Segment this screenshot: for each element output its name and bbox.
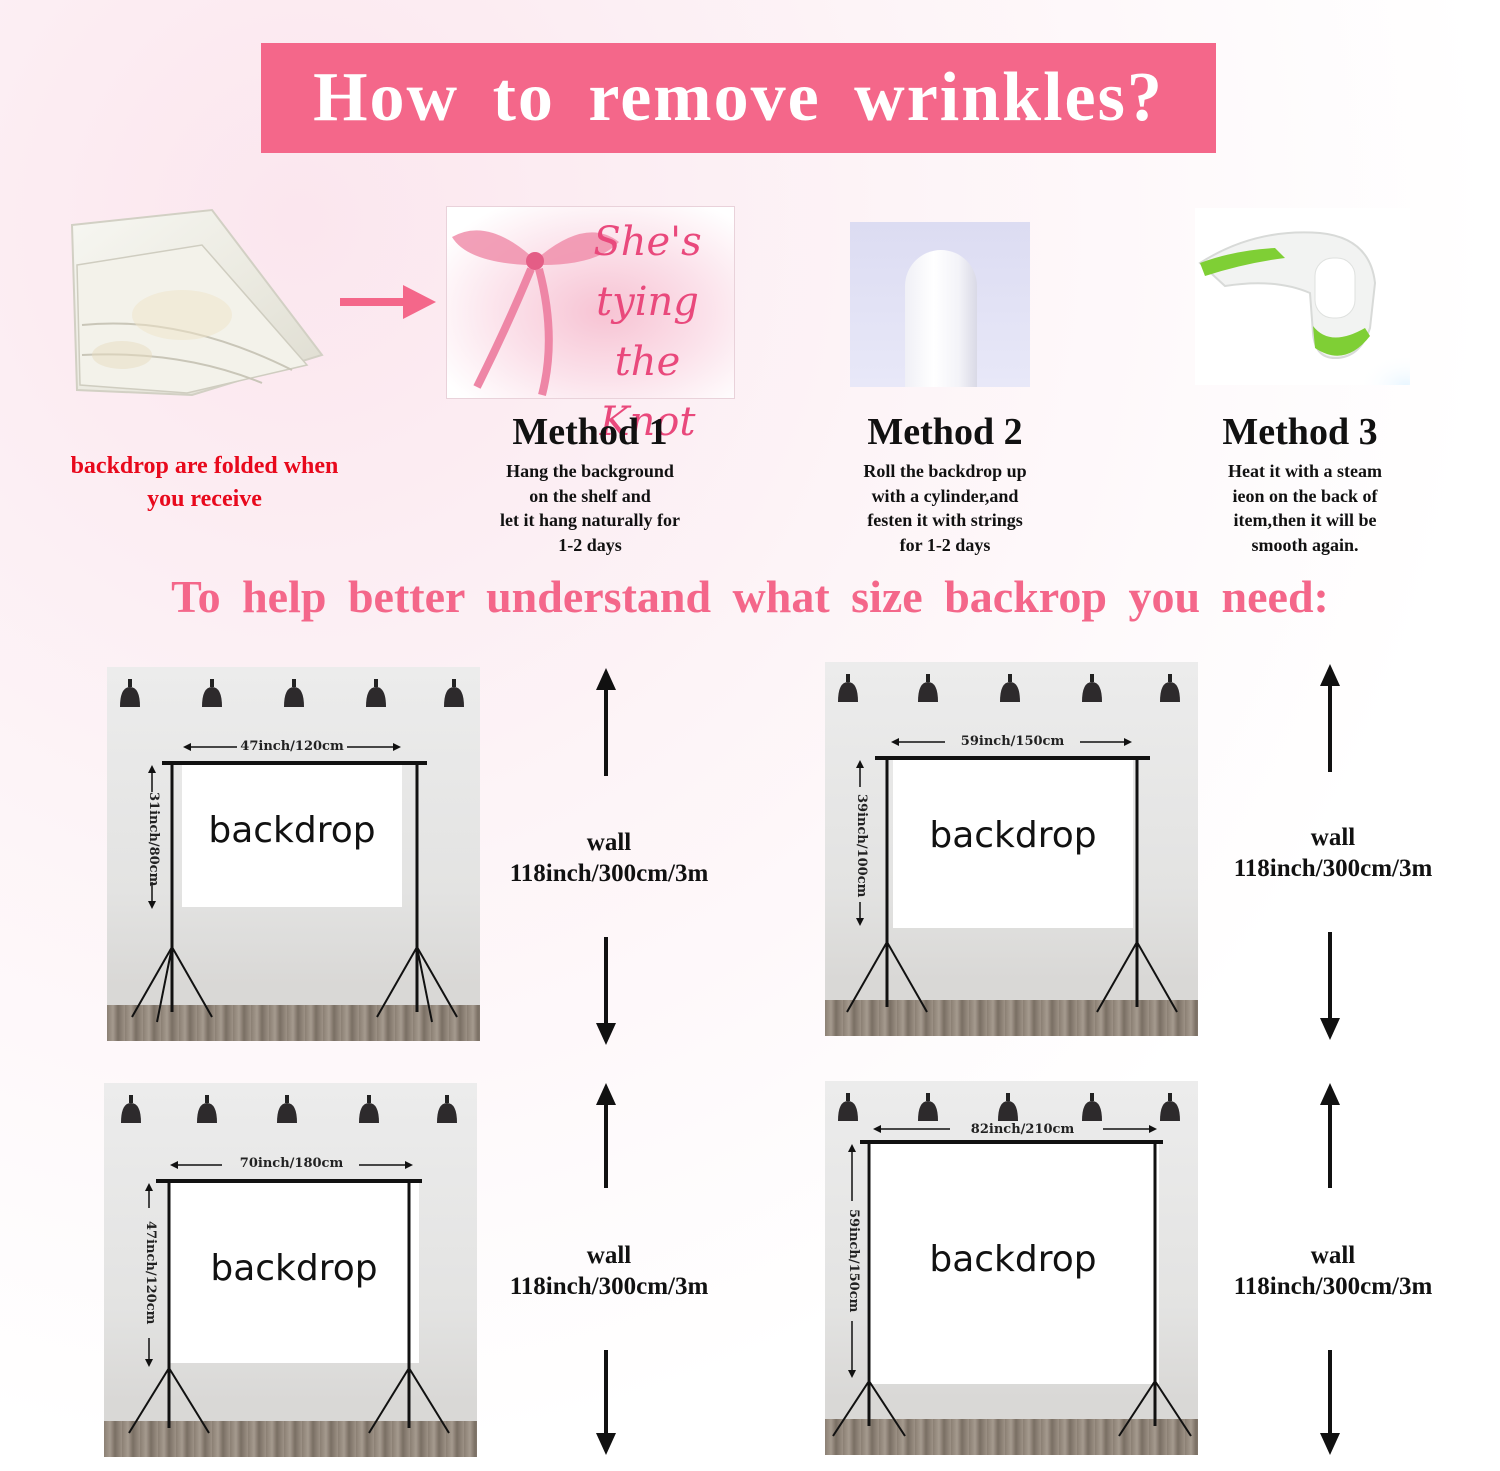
size-scene-1: backdrop 47inch/120cm 31inch/80cm	[107, 667, 480, 1041]
lamp-icon	[1000, 674, 1020, 702]
height-label: 47inch/120cm	[143, 1221, 158, 1325]
wall-label-2: wall 118inch/300cm/3m	[1203, 822, 1463, 884]
lamp-icon	[918, 674, 938, 702]
backdrop-stand	[128, 1161, 450, 1434]
backdrop-stand	[131, 743, 458, 1023]
steamer-photo	[1195, 208, 1410, 385]
method-2-title: Method 2	[867, 411, 1023, 453]
size-scene-4: backdrop 82inch/210cm 59inch/150cm	[825, 1081, 1198, 1455]
shes-tying-the-knot-card	[446, 206, 735, 399]
lamp-icon	[120, 679, 140, 707]
wall-size: 118inch/300cm/3m	[1233, 855, 1433, 882]
lamp-icon	[202, 679, 222, 707]
arrow-up-icon	[596, 668, 616, 776]
lamp-icon	[838, 674, 858, 702]
card-line-1: She's	[593, 219, 702, 265]
lamp-icon	[366, 679, 386, 707]
size-guide-subtitle: To help better understand what size back…	[171, 571, 1329, 622]
lamp-icon	[1082, 1093, 1102, 1121]
lamp-icon	[197, 1095, 217, 1123]
wall-label-1: wall 118inch/300cm/3m	[479, 827, 739, 889]
folded-backdrop-photo	[62, 205, 327, 400]
lamp-icon	[444, 679, 464, 707]
backdrop-label: backdrop	[929, 815, 1097, 856]
wall-size: 118inch/300cm/3m	[1233, 1273, 1433, 1300]
lamp-icon	[1160, 674, 1180, 702]
lamp-icon	[437, 1095, 457, 1123]
width-label: 47inch/120cm	[240, 739, 344, 754]
width-label: 70inch/180cm	[239, 1156, 344, 1171]
backdrop-cloth: backdrop	[867, 1144, 1159, 1384]
width-label: 82inch/210cm	[970, 1122, 1075, 1137]
backdrop-label: backdrop	[210, 1248, 378, 1289]
backdrop-cloth: backdrop	[182, 765, 402, 907]
cylinder-shape	[905, 250, 977, 387]
backdrop-label: backdrop	[929, 1239, 1097, 1280]
wall-word: wall	[586, 829, 632, 856]
card-line-2: tying the	[596, 279, 699, 385]
method-1-title: Method 1	[512, 411, 668, 453]
method-2-desc: Roll the backdrop up with a cylinder,and…	[863, 461, 1027, 555]
folded-note: backdrop are folded when you receive	[70, 453, 339, 512]
backdrop-stand	[832, 1125, 1192, 1437]
width-label: 59inch/150cm	[960, 734, 1065, 749]
backdrop-cloth: backdrop	[893, 760, 1133, 928]
arrow-down-icon	[596, 1350, 616, 1455]
wall-word: wall	[586, 1242, 632, 1269]
lamp-icon	[998, 1093, 1018, 1121]
backdrop-cloth: backdrop	[169, 1183, 419, 1363]
wall-word: wall	[1310, 1242, 1356, 1269]
backdrop-stand	[846, 738, 1178, 1013]
lamp-icon	[1082, 674, 1102, 702]
title-banner: How to remove wrinkles?	[261, 43, 1216, 153]
lamp-icon	[1160, 1093, 1180, 1121]
method-3-desc: Heat it with a steam ieon on the back of…	[1228, 461, 1382, 555]
size-scene-2: backdrop 59inch/150cm 39inch/100cm	[825, 662, 1198, 1036]
method-1-desc: Hang the background on the shelf and let…	[500, 461, 680, 555]
wall-word: wall	[1310, 824, 1356, 851]
wall-label-3: wall 118inch/300cm/3m	[479, 1240, 739, 1302]
bow-icon	[452, 230, 619, 397]
card-line-3: Knot	[599, 399, 696, 445]
wall-size: 118inch/300cm/3m	[509, 860, 709, 887]
height-label: 31inch/80cm	[146, 792, 161, 887]
height-label: 59inch/150cm	[846, 1209, 861, 1313]
method-3-title: Method 3	[1222, 411, 1378, 453]
arrow-up-icon	[1320, 1083, 1340, 1188]
card-script-text: She's tying the Knot	[560, 212, 735, 452]
arrow-up-icon	[1320, 664, 1340, 772]
wall-label-4: wall 118inch/300cm/3m	[1203, 1240, 1463, 1302]
wall-size: 118inch/300cm/3m	[509, 1273, 709, 1300]
backdrop-label: backdrop	[208, 810, 376, 851]
lamp-icon	[284, 679, 304, 707]
cylinder-photo	[850, 222, 1030, 387]
floor	[825, 1419, 1198, 1455]
lamp-icon	[121, 1095, 141, 1123]
lamp-icon	[838, 1093, 858, 1121]
height-label: 39inch/100cm	[854, 794, 869, 898]
lamp-icon	[277, 1095, 297, 1123]
arrow-down-icon	[596, 937, 616, 1045]
arrow-right-icon	[340, 285, 436, 319]
arrow-down-icon	[1320, 932, 1340, 1040]
page-title: How to remove wrinkles?	[313, 59, 1164, 136]
lamp-icon	[918, 1093, 938, 1121]
floor	[104, 1421, 477, 1457]
size-scene-3: backdrop 70inch/180cm 47inch/120cm	[104, 1083, 477, 1457]
arrow-up-icon	[596, 1083, 616, 1188]
lamp-icon	[359, 1095, 379, 1123]
arrow-down-icon	[1320, 1350, 1340, 1455]
